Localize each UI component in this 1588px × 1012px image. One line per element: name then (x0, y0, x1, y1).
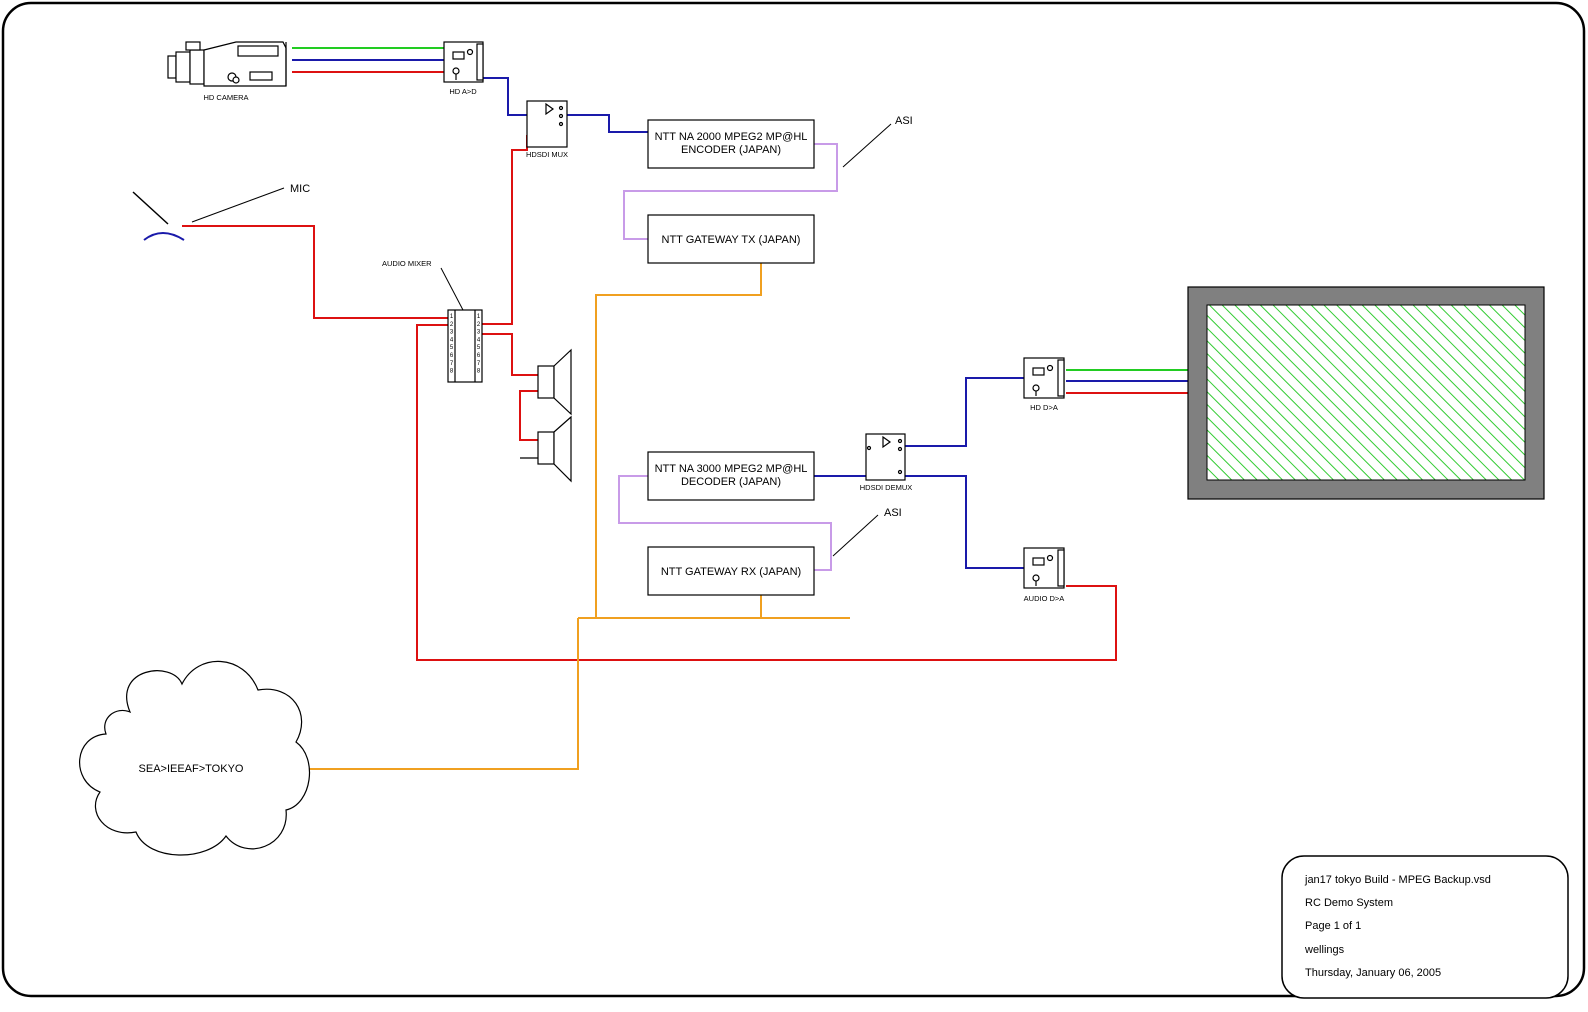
wire-mic-to-mixer (182, 225, 448, 319)
encoder-label-line2: ENCODER (JAPAN) (681, 144, 781, 156)
mixer-pin-label: 6 (450, 353, 454, 359)
speaker-icon (537, 348, 572, 416)
hd-camera-label: HD CAMERA (203, 93, 248, 102)
wire-mixer-to-mux (482, 135, 528, 325)
wire-demux-to-hdda (905, 377, 1024, 447)
title-file: jan17 tokyo Build - MPEG Backup.vsd (1304, 874, 1491, 886)
mixer-pin-label: 5 (450, 345, 454, 351)
wire-asi-tx (623, 143, 838, 240)
monitor-screen (1206, 304, 1526, 481)
wire-demux-to-audioda (905, 475, 1024, 569)
gateway-rx-label: NTT GATEWAY RX (JAPAN) (661, 566, 801, 578)
title-author: wellings (1304, 944, 1345, 956)
wire-mixer-to-speaker (482, 333, 538, 376)
audio-da-label: AUDIO D>A (1024, 594, 1065, 603)
encoder-label-line1: NTT NA 2000 MPEG2 MP@HL (655, 131, 808, 143)
mixer-pin-label: 2 (477, 322, 481, 328)
cloud-label: SEA>IEEAF>TOKYO (139, 763, 244, 775)
wire-asi-rx (618, 475, 832, 571)
mixer-icon (447, 309, 483, 383)
wire-speaker-link (519, 390, 538, 441)
mic-label: MIC (290, 183, 310, 195)
mixer-pin-label: 7 (450, 361, 454, 367)
hdsdi-demux-label: HDSDI DEMUX (860, 483, 913, 492)
encoder-box (647, 119, 815, 169)
asi-bottom-label: ASI (884, 507, 902, 519)
camera-icon (167, 41, 287, 87)
gateway-tx-label: NTT GATEWAY TX (JAPAN) (662, 234, 801, 246)
hd-da-label: HD D>A (1030, 403, 1058, 412)
decoder-box (647, 451, 815, 501)
mixer-pin-label: 4 (450, 337, 454, 343)
audio-mixer-label: AUDIO MIXER (382, 259, 432, 268)
speaker-icon (537, 415, 572, 483)
decoder-label-line1: NTT NA 3000 MPEG2 MP@HL (655, 463, 808, 475)
converter-icon (443, 41, 484, 83)
mixer-pin-label: 4 (477, 337, 481, 343)
wire-tx-network (595, 263, 762, 618)
mixer-pins-right: 1 2 34 5 6 7 8 (477, 314, 481, 375)
mixer-pin-label: 1 (450, 314, 454, 320)
mixer-pin-label: 1 (477, 314, 481, 320)
wire-mux-to-encoder (567, 114, 648, 133)
wire-bus-to-cloud (307, 618, 579, 770)
network-cloud-icon (79, 660, 310, 856)
decoder-label-line2: DECODER (JAPAN) (681, 476, 781, 488)
title-page: Page 1 of 1 (1305, 920, 1361, 932)
asi-top-label: ASI (895, 115, 913, 127)
wire-audio-return (416, 324, 1117, 661)
mixer-pin-label: 5 (477, 345, 481, 351)
demux-icon (865, 433, 906, 481)
wires (182, 47, 1188, 770)
hd-ad-label: HD A>D (449, 87, 477, 96)
mixer-pin-label: 8 (477, 369, 481, 375)
mixer-pin-label: 3 (477, 330, 481, 336)
audio-mixer-leader (440, 267, 464, 311)
mixer-pin-label: 7 (477, 361, 481, 367)
mixer-pin-label: 6 (477, 353, 481, 359)
title-block (1281, 855, 1569, 999)
mux-icon (526, 100, 568, 148)
title-project: RC Demo System (1305, 897, 1393, 909)
microphone-icon (132, 191, 185, 241)
mixer-pin-label: 3 (450, 330, 454, 336)
converter-icon (1023, 547, 1065, 589)
mixer-pin-label: 8 (450, 369, 454, 375)
mic-leader (191, 187, 285, 223)
asi-bottom-leader (832, 514, 879, 557)
hdsdi-mux-label: HDSDI MUX (526, 150, 568, 159)
wire-ad-to-mux (483, 77, 527, 116)
mixer-pin-label: 2 (450, 322, 454, 328)
mixer-pins-left: 1 2 34 5 6 7 8 (450, 314, 454, 375)
gateway-tx-box (647, 214, 815, 264)
asi-top-leader (842, 123, 892, 168)
converter-icon (1023, 357, 1065, 399)
title-date: Thursday, January 06, 2005 (1305, 967, 1441, 979)
gateway-rx-box (647, 546, 815, 596)
